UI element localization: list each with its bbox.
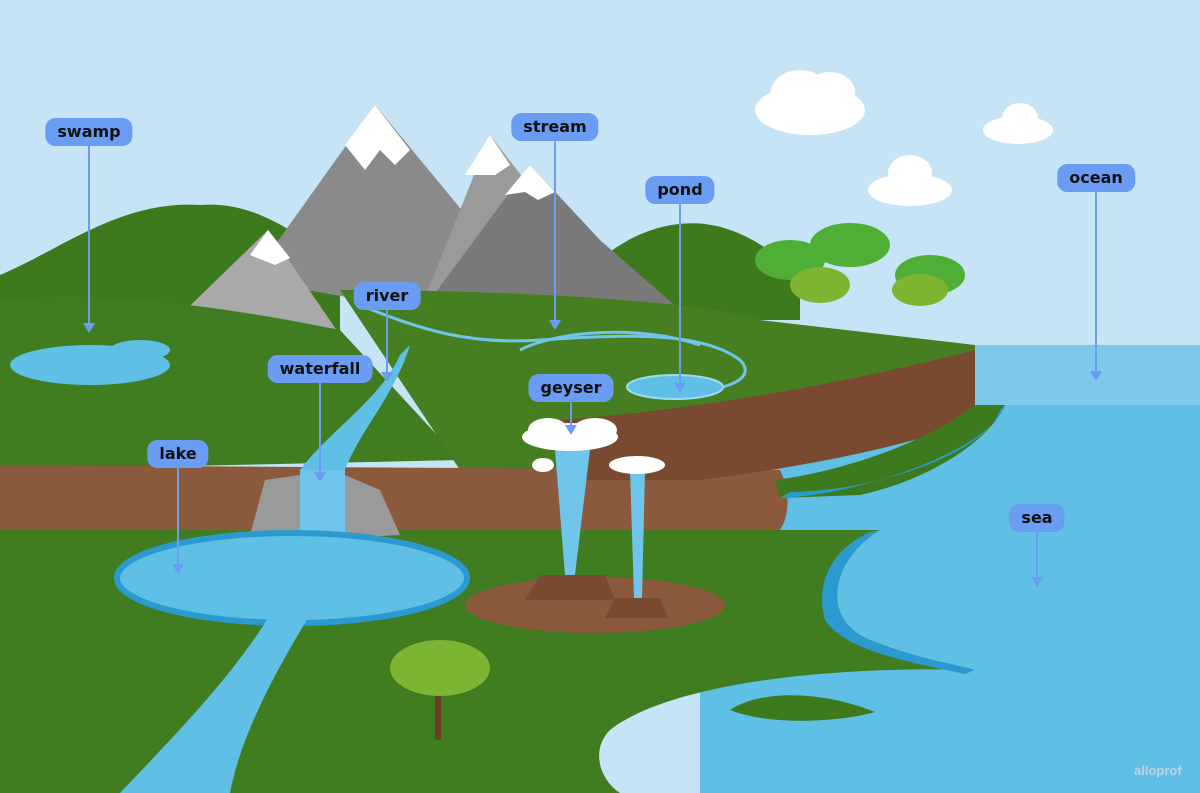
sea-arrow xyxy=(1031,532,1043,587)
swamp-label: swamp xyxy=(45,118,133,146)
lake-arrow xyxy=(172,468,184,574)
small-island xyxy=(730,695,875,721)
waterfall-arrow xyxy=(314,383,326,482)
shore-right xyxy=(775,405,1005,498)
sea-label: sea xyxy=(1009,504,1065,532)
cliff-right xyxy=(560,350,975,480)
stream-label: stream xyxy=(511,113,599,141)
river-arrow xyxy=(381,310,393,382)
ocean-label: ocean xyxy=(1057,164,1135,192)
pond-label: pond xyxy=(645,176,715,204)
lake-label: lake xyxy=(147,440,209,468)
cloud xyxy=(983,103,1053,144)
sea-shoreline xyxy=(822,530,975,674)
brand-logo-text: alloprof xyxy=(1134,763,1182,778)
geyser-ground xyxy=(465,577,725,633)
lake-water xyxy=(114,530,470,626)
stream-arrow xyxy=(549,141,561,330)
mountain-main xyxy=(250,105,470,310)
river-water xyxy=(300,345,410,470)
mountain-third-snow xyxy=(505,165,555,200)
geyser-arrow xyxy=(565,402,577,435)
stream-water xyxy=(359,303,747,394)
mountain-right-snow xyxy=(465,135,510,175)
geyser-label: geyser xyxy=(528,374,614,402)
mountain-main-snow xyxy=(345,105,410,170)
forest xyxy=(755,223,965,306)
geyser-jet-small xyxy=(630,470,645,598)
pond-arrow xyxy=(674,204,686,393)
river-label: river xyxy=(353,282,421,310)
cloud xyxy=(755,70,865,135)
tree xyxy=(390,640,490,740)
geyser-steam xyxy=(522,418,665,474)
geyser-mound xyxy=(525,575,615,600)
geyser-mound-small xyxy=(605,598,668,618)
cliff-left xyxy=(0,465,788,535)
waterfall-label: waterfall xyxy=(267,355,373,383)
swamp-arrow xyxy=(83,146,95,333)
lake-outflow xyxy=(120,615,310,793)
mountain-small-snow xyxy=(250,230,290,265)
waterfall-rocks xyxy=(250,475,400,538)
geyser-jet xyxy=(555,450,590,575)
waterfall-water xyxy=(300,470,345,538)
cloud xyxy=(868,155,952,206)
ocean-arrow xyxy=(1090,192,1102,381)
